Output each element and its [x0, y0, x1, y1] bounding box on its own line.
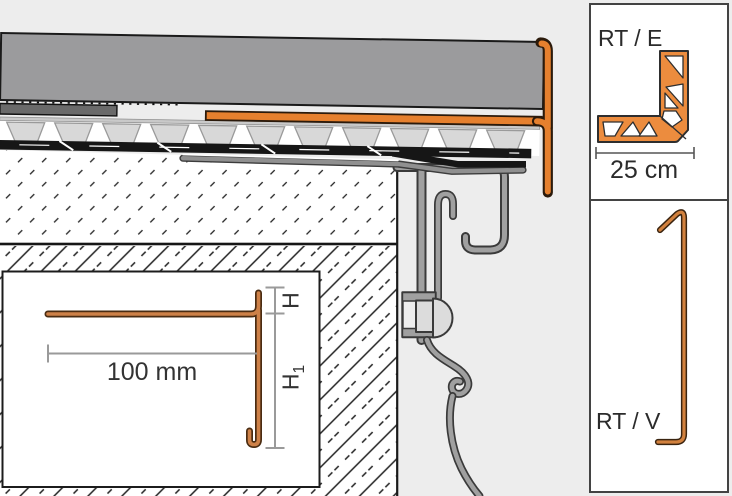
rte-dimension-label: 25 cm: [609, 156, 679, 184]
rte-dimension-line: [595, 147, 695, 159]
membrane-overhang: [392, 150, 526, 168]
detail-inset-box: [1, 270, 321, 488]
inset-dimension-lines: [47, 286, 285, 449]
inset-height1-label: H1: [277, 364, 309, 391]
inset-height-label: H: [277, 292, 304, 309]
cross-section-diagram: [0, 31, 553, 496]
covering-strip: [0, 102, 118, 117]
rtv-panel-label: RT / V: [596, 408, 661, 434]
rt-profile-drip-leg: [531, 37, 553, 198]
bonding-membrane: [0, 139, 532, 159]
inset-width-dimension-label: 100 mm: [106, 358, 198, 386]
rte-corner-profile-icon: [597, 50, 689, 143]
rtv-profile-icon: [654, 209, 688, 446]
tile-slab: [0, 31, 546, 111]
rte-panel-label: RT / E: [598, 25, 663, 51]
wall-clamp: [401, 291, 454, 339]
deck-layers: [0, 31, 546, 159]
thinset-dots: [6, 101, 179, 106]
edge-flashing: [179, 153, 527, 175]
inset-profile: [44, 289, 262, 448]
screed-hatch: [0, 150, 397, 246]
edge-bracket: [392, 163, 509, 496]
sidebar-divider: [589, 199, 729, 201]
